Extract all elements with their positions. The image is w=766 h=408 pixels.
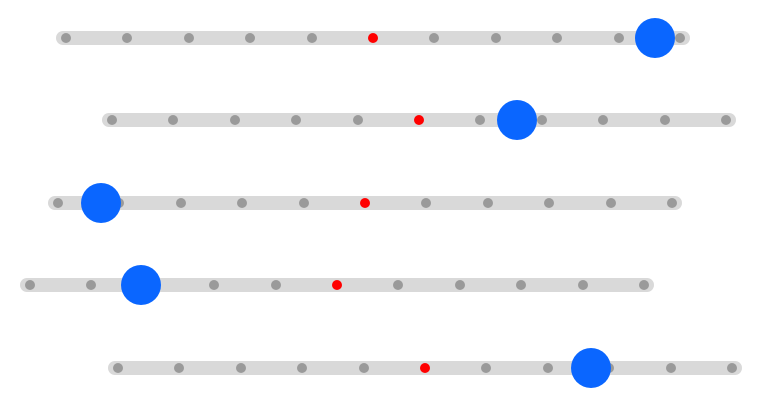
tick-mark (544, 198, 555, 208)
slider-4[interactable] (20, 265, 654, 305)
tick-mark (113, 363, 123, 373)
tick-mark (536, 115, 547, 125)
tick-mark (421, 198, 432, 208)
tick-mark (61, 33, 71, 43)
tick-mark (393, 280, 404, 290)
center-tick-mark (332, 280, 342, 290)
tick-mark (352, 115, 363, 125)
tick-mark (598, 115, 609, 125)
tick-mark (245, 33, 256, 43)
tick-mark (183, 33, 194, 43)
center-tick-mark (414, 115, 424, 125)
tick-mark (306, 33, 317, 43)
tick-mark (475, 115, 486, 125)
tick-mark (107, 115, 117, 125)
center-tick-mark (360, 198, 370, 208)
tick-mark (297, 363, 308, 373)
tick-mark (298, 198, 309, 208)
slider-thumb[interactable] (635, 18, 676, 58)
tick-mark (665, 363, 676, 373)
tick-mark (605, 198, 616, 208)
tick-mark (291, 115, 302, 125)
tick-mark (174, 363, 185, 373)
tick-mark (542, 363, 553, 373)
tick-mark (270, 280, 281, 290)
tick-mark (229, 115, 240, 125)
tick-mark (429, 33, 440, 43)
tick-mark (613, 33, 624, 43)
tick-mark (675, 33, 685, 43)
slider-thumb[interactable] (570, 348, 611, 388)
tick-mark (552, 33, 563, 43)
tick-mark (235, 363, 246, 373)
slider-5[interactable] (108, 348, 742, 388)
slider-thumb[interactable] (80, 183, 121, 223)
slider-1[interactable] (56, 18, 690, 58)
slider-2[interactable] (102, 100, 736, 140)
center-tick-mark (420, 363, 430, 373)
tick-mark (25, 280, 35, 290)
tick-mark (209, 280, 220, 290)
tick-mark (86, 280, 97, 290)
slider-thumb[interactable] (497, 100, 538, 140)
tick-mark (237, 198, 248, 208)
tick-mark (358, 363, 369, 373)
tick-mark (667, 198, 677, 208)
tick-mark (175, 198, 186, 208)
tick-mark (53, 198, 63, 208)
tick-mark (659, 115, 670, 125)
slider-thumb[interactable] (120, 265, 161, 305)
tick-mark (168, 115, 179, 125)
center-tick-mark (368, 33, 378, 43)
tick-mark (490, 33, 501, 43)
tick-mark (721, 115, 731, 125)
tick-mark (481, 363, 492, 373)
tick-mark (122, 33, 133, 43)
tick-mark (639, 280, 649, 290)
tick-mark (727, 363, 737, 373)
tick-mark (482, 198, 493, 208)
tick-mark (454, 280, 465, 290)
slider-3[interactable] (48, 183, 682, 223)
tick-mark (516, 280, 527, 290)
tick-mark (577, 280, 588, 290)
